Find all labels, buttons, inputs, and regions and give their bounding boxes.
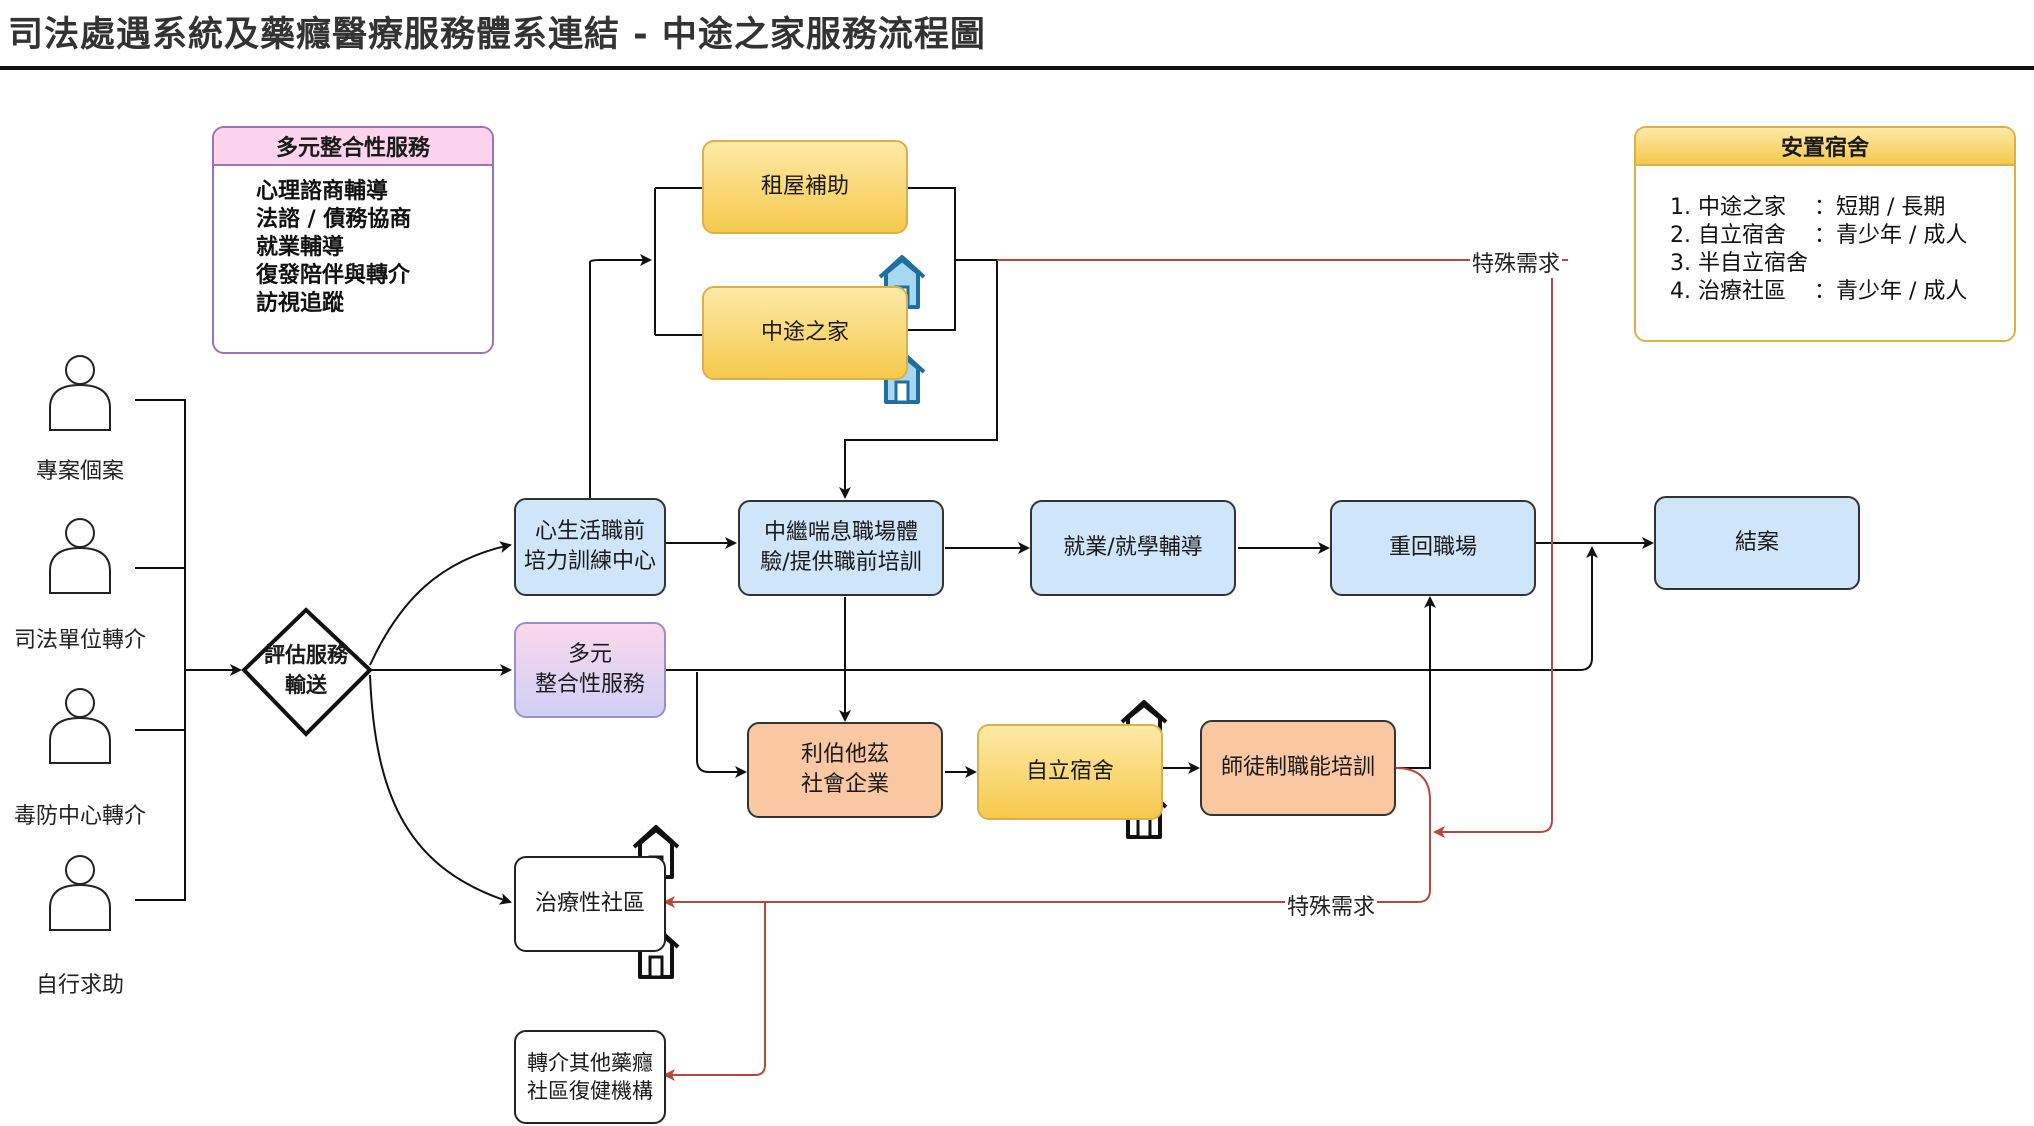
housing-panel-header: 安置宿舍 <box>1636 128 2014 166</box>
person-icon <box>49 688 111 764</box>
person-icon <box>49 855 111 931</box>
node-independent-dorm: 自立宿舍 <box>977 724 1163 820</box>
special-need-connectors <box>663 259 1568 1081</box>
edge-label-special-need: 特殊需求 <box>1470 246 1563 278</box>
services-item: 訪視追蹤 <box>256 291 345 316</box>
source-label-project-case: 專案個案 <box>35 459 124 484</box>
node-training-center: 心生活職前 培力訓練中心 <box>514 498 666 596</box>
node-referral: 轉介其他藥癮 社區復健機構 <box>514 1030 666 1124</box>
services-item: 法諮 / 債務協商 <box>256 207 412 232</box>
node-halfway-house: 中途之家 <box>702 286 908 380</box>
services-panel: 多元整合性服務 心理諮商輔導 法諮 / 債務協商 就業輔導 復發陪伴與轉介 訪視… <box>212 126 494 354</box>
housing-panel-list: 1. 中途之家 ：短期 / 長期 2. 自立宿舍 ：青少年 / 成人 3. 半自… <box>1636 166 2014 306</box>
housing-item: 4. 治療社區 ：青少年 / 成人 <box>1670 279 1968 304</box>
node-multi-service: 多元 整合性服務 <box>514 622 666 718</box>
source-label-prevention-center: 毒防中心轉介 <box>13 804 146 829</box>
page-title: 司法處遇系統及藥癮醫療服務體系連結 - 中途之家服務流程圖 <box>8 15 986 55</box>
person-icon <box>49 355 111 431</box>
housing-item: 2. 自立宿舍 ：青少年 / 成人 <box>1670 223 1968 248</box>
services-item: 復發陪伴與轉介 <box>256 263 411 288</box>
assess-label: 評估服務 輸送 <box>264 643 348 697</box>
housing-item: 1. 中途之家 ：短期 / 長期 <box>1670 195 1946 220</box>
housing-panel: 安置宿舍 1. 中途之家 ：短期 / 長期 2. 自立宿舍 ：青少年 / 成人 … <box>1634 126 2016 342</box>
source-label-judicial-referral: 司法單位轉介 <box>13 628 146 653</box>
source-connector <box>135 399 242 901</box>
services-panel-list: 心理諮商輔導 法諮 / 債務協商 就業輔導 復發陪伴與轉介 訪視追蹤 <box>214 166 492 318</box>
node-return-workplace: 重回職場 <box>1330 500 1536 596</box>
node-rent-subsidy: 租屋補助 <box>702 140 908 234</box>
person-icon <box>49 518 111 594</box>
node-therapeutic-community: 治療性社區 <box>514 856 666 952</box>
housing-item: 3. 半自立宿舍 <box>1670 251 1808 276</box>
services-item: 就業輔導 <box>256 235 345 260</box>
node-relay-workplace: 中繼喘息職場體 驗/提供職前培訓 <box>738 500 944 596</box>
services-panel-header: 多元整合性服務 <box>214 128 492 166</box>
assess-diamond <box>241 607 373 737</box>
node-apprentice-training: 師徒制職能培訓 <box>1200 720 1396 816</box>
flow-connectors <box>369 187 1654 905</box>
node-employment-guidance: 就業/就學輔導 <box>1030 500 1236 596</box>
source-label-self-help: 自行求助 <box>35 973 124 998</box>
edge-label-special-need: 特殊需求 <box>1285 889 1378 921</box>
services-item: 心理諮商輔導 <box>256 179 389 204</box>
title-divider <box>0 66 2034 70</box>
node-social-enterprise: 利伯他茲 社會企業 <box>747 722 943 818</box>
node-case-closed: 結案 <box>1654 496 1860 590</box>
